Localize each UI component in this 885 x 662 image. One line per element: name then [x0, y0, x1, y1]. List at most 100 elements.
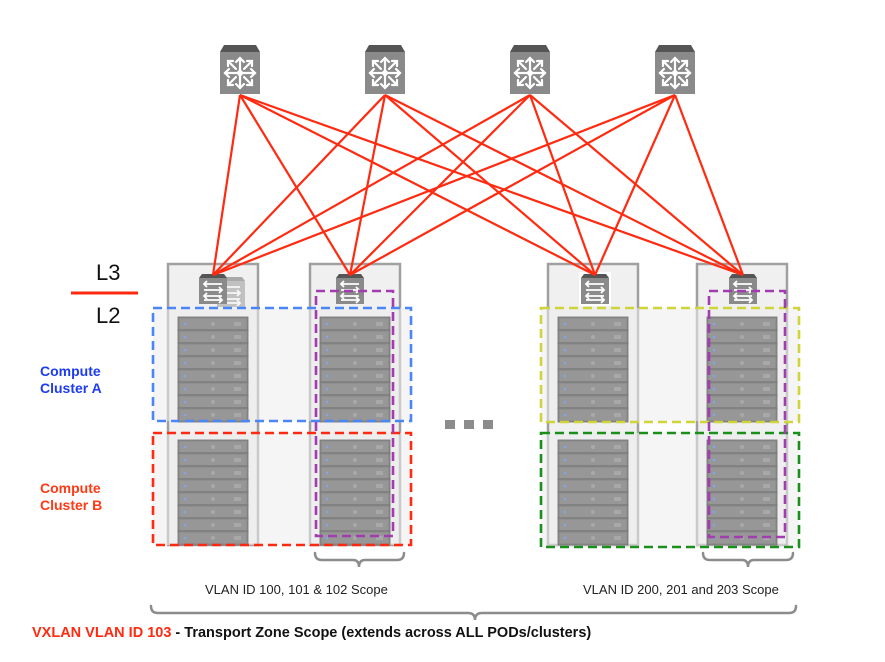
server-unit	[177, 465, 249, 481]
server-unit	[706, 355, 778, 371]
server-unit	[177, 342, 249, 358]
layer3-switch-icon	[508, 43, 552, 96]
server-unit	[319, 368, 391, 384]
link-router-1-rack-2	[239, 94, 351, 276]
tor-switch-icon	[579, 272, 611, 306]
server-unit	[557, 316, 629, 332]
server-unit	[706, 329, 778, 345]
tor-switch-icon	[335, 273, 365, 305]
server-unit	[319, 465, 391, 481]
server-unit	[557, 452, 629, 468]
server-unit	[557, 439, 629, 455]
server-unit	[319, 517, 391, 533]
layer3-switch-icon	[363, 43, 407, 96]
vxlan-id-highlight: VXLAN VLAN ID 103	[32, 625, 172, 641]
server-unit	[557, 329, 629, 345]
brace-left	[313, 551, 406, 568]
server-unit	[177, 530, 249, 546]
vlan-scope-left-label: VLAN ID 100, 101 & 102 Scope	[205, 582, 388, 597]
brace-transport-zone	[149, 604, 798, 621]
server-unit	[319, 342, 391, 358]
server-unit	[177, 368, 249, 384]
cluster-b-label: Compute Cluster B	[40, 480, 102, 514]
server-unit	[557, 394, 629, 410]
server-unit	[177, 381, 249, 397]
server-unit	[177, 517, 249, 533]
server-unit	[706, 439, 778, 455]
server-unit	[319, 478, 391, 494]
server-unit	[319, 381, 391, 397]
link-router-4-rack-3	[593, 94, 677, 276]
link-router-4-rack-1	[212, 93, 676, 277]
server-unit	[557, 530, 629, 546]
cluster-b-line1: Compute	[40, 480, 101, 496]
cluster-b-box-right	[539, 431, 801, 549]
server-unit	[177, 316, 249, 332]
server-unit	[319, 452, 391, 468]
l2-label: L2	[96, 303, 121, 328]
server-unit	[706, 452, 778, 468]
link-router-4-rack-2	[349, 94, 676, 276]
transport-zone-caption: VXLAN VLAN ID 103 - Transport Zone Scope…	[32, 625, 591, 641]
link-router-3-rack-2	[349, 94, 531, 276]
transport-zone-text: - Transport Zone Scope (extends across A…	[171, 625, 592, 641]
server-unit	[319, 439, 391, 455]
server-unit	[177, 394, 249, 410]
server-unit	[557, 368, 629, 384]
link-router-2-rack-3	[384, 94, 596, 276]
link-router-1-rack-3	[239, 94, 596, 276]
cluster-a-box-right	[539, 306, 801, 424]
server-unit	[706, 342, 778, 358]
cluster-a-box-left	[151, 306, 413, 423]
link-router-2-rack-2	[348, 94, 387, 276]
link-router-2-rack-1	[212, 94, 386, 276]
server-unit	[177, 452, 249, 468]
link-router-1-rack-1	[211, 94, 242, 276]
cluster-b-line2: Cluster B	[40, 497, 103, 513]
cluster-a-line2: Cluster A	[40, 380, 102, 396]
links	[211, 93, 745, 277]
ellipsis-icon	[445, 420, 493, 429]
cluster-b-box-left	[151, 431, 413, 547]
server-unit	[177, 491, 249, 507]
server-unit	[706, 504, 778, 520]
link-router-3-rack-1	[212, 94, 531, 276]
server-unit	[557, 381, 629, 397]
server-unit	[319, 504, 391, 520]
tor-switch-icon	[728, 273, 758, 305]
server-unit	[319, 394, 391, 410]
tor-switch-pair-icon	[198, 273, 246, 308]
core-routers	[218, 43, 697, 96]
server-unit	[177, 329, 249, 345]
tor-switches	[198, 272, 758, 308]
link-router-2-rack-4	[384, 94, 744, 276]
server-unit	[557, 504, 629, 520]
server-unit	[706, 407, 778, 423]
server-unit	[319, 355, 391, 371]
server-unit	[557, 478, 629, 494]
server-unit	[706, 316, 778, 332]
server-unit	[706, 394, 778, 410]
server-unit	[177, 478, 249, 494]
server-unit	[706, 478, 778, 494]
server-unit	[319, 316, 391, 332]
server-unit	[557, 342, 629, 358]
server-unit	[177, 504, 249, 520]
cluster-a-line1: Compute	[40, 363, 101, 379]
server-unit	[706, 517, 778, 533]
server-unit	[557, 407, 629, 423]
vlan-scope-box-right	[707, 289, 787, 539]
server-unit	[557, 491, 629, 507]
server-unit	[319, 491, 391, 507]
vlan-scope-right-label: VLAN ID 200, 201 and 203 Scope	[583, 582, 779, 597]
server-unit	[557, 517, 629, 533]
server-unit	[557, 355, 629, 371]
link-router-4-rack-4	[673, 94, 745, 276]
l3-label: L3	[96, 260, 121, 285]
link-router-3-rack-4	[529, 94, 744, 276]
server-unit	[706, 465, 778, 481]
server-unit	[706, 491, 778, 507]
server-unit	[706, 381, 778, 397]
server-unit	[319, 530, 391, 546]
